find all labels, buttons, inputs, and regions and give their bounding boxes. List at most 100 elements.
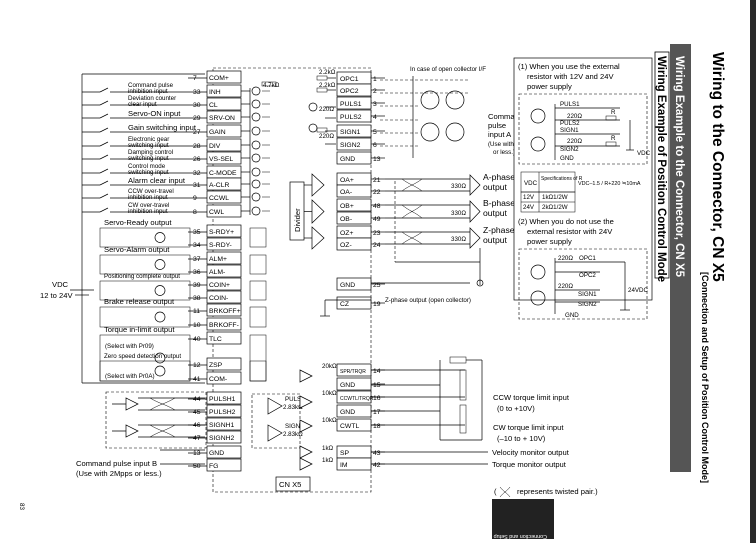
right-pin-number: 49 bbox=[373, 216, 381, 223]
switch-contact bbox=[99, 154, 109, 160]
n1-sign2: SIGN2 bbox=[560, 146, 579, 153]
opto-symbol bbox=[251, 99, 261, 109]
note1-schematic bbox=[518, 93, 648, 165]
res-2-2k-b: 2.2kΩ bbox=[319, 82, 336, 89]
input-label: inhibition input bbox=[128, 208, 168, 215]
right-pin-name: GND bbox=[340, 409, 355, 416]
analog-inputs bbox=[299, 356, 483, 441]
cmd-pulse-b-2: (Use with 2Mpps or less.) bbox=[76, 469, 162, 478]
left-pin-name: COIN- bbox=[209, 295, 228, 302]
n1-r-b: R bbox=[611, 135, 616, 142]
right-pin-number: 17 bbox=[373, 409, 381, 416]
twisted-open: ( bbox=[494, 487, 497, 496]
res-220-b: 220Ω bbox=[319, 133, 334, 140]
torque-monitor: Torque monitor output bbox=[492, 460, 567, 469]
opto-symbol bbox=[251, 167, 261, 177]
left-pin-name: CL bbox=[209, 102, 218, 109]
res-2-2k-a: 2.2kΩ bbox=[319, 69, 336, 76]
left-pin-name: S-RDY+ bbox=[209, 229, 234, 236]
input-label: Command pulse bbox=[128, 82, 174, 89]
n2-opc2: OPC2 bbox=[579, 272, 596, 279]
output-relay-icon bbox=[154, 232, 166, 243]
b-phase-2: output bbox=[483, 208, 508, 218]
left-pin-box bbox=[206, 277, 242, 291]
twisted-pair-note: represents twisted pair.) bbox=[517, 487, 598, 496]
note1-circuit bbox=[530, 104, 634, 160]
page-title: Wiring to the Connector, CN X5 bbox=[709, 52, 726, 282]
opto-symbol bbox=[251, 126, 261, 136]
right-pin-name: IM bbox=[340, 462, 348, 469]
left-pin-box bbox=[206, 417, 242, 431]
left-pin-number: 13 bbox=[193, 450, 201, 457]
right-pin-name: SPR/TRQR bbox=[340, 369, 366, 375]
input-label: inhibition input bbox=[128, 88, 168, 95]
res-220-a: 220Ω bbox=[319, 106, 334, 113]
subtitle: Wiring Example of Position Control Mode bbox=[655, 56, 667, 282]
n2-220a: 220Ω bbox=[558, 255, 573, 262]
n1-puls1: PULS1 bbox=[560, 101, 580, 108]
left-pin-number: 27 bbox=[193, 129, 201, 136]
right-pin-name: GND bbox=[340, 282, 355, 289]
left-pin-name: ALM+ bbox=[209, 256, 227, 263]
output-label: Positioning complete output bbox=[104, 273, 180, 280]
vdc-label: VDC bbox=[52, 280, 69, 289]
left-pin-name: COIN+ bbox=[209, 282, 230, 289]
res-20k: 20kΩ bbox=[322, 363, 337, 370]
input-label: clear input bbox=[128, 101, 157, 108]
note2-line3: power supply bbox=[527, 237, 572, 246]
left-pin-number: 40 bbox=[193, 336, 201, 343]
left-pin-number: 33 bbox=[193, 89, 201, 96]
switch-contact bbox=[99, 168, 109, 174]
z-phase-2: output bbox=[483, 235, 508, 245]
output-transistor bbox=[249, 334, 267, 382]
n1-puls2: PULS2 bbox=[560, 120, 580, 127]
note2-circuit bbox=[530, 258, 630, 314]
right-pin-name: OPC1 bbox=[340, 76, 359, 83]
res-330-a: 330Ω bbox=[451, 183, 466, 190]
input-label: Gain switching input bbox=[128, 123, 197, 132]
output-relay-icon bbox=[154, 311, 166, 323]
right-pin-number: 21 bbox=[373, 177, 381, 184]
velocity-monitor: Velocity monitor output bbox=[492, 448, 570, 457]
output-relay-icon bbox=[154, 259, 166, 270]
left-pin-number: 8 bbox=[193, 209, 197, 216]
left-pin-number: 36 bbox=[193, 269, 201, 276]
left-pin-name: GAIN bbox=[209, 129, 226, 136]
left-pin-number: 34 bbox=[193, 242, 201, 249]
n1-220a: 220Ω bbox=[567, 113, 582, 120]
left-pin-number: 37 bbox=[193, 256, 201, 263]
right-pin-name: SIGN1 bbox=[340, 129, 361, 136]
left-pin-number: 29 bbox=[193, 115, 201, 122]
left-pin-box bbox=[206, 290, 242, 304]
right-pin-number: 2 bbox=[373, 88, 377, 95]
input-switches bbox=[82, 87, 188, 213]
left-pin-name: INH bbox=[209, 89, 221, 96]
opto-symbol bbox=[251, 179, 261, 189]
left-pin-name: SRV-ON bbox=[209, 115, 235, 122]
right-pin-number: 25 bbox=[373, 282, 381, 289]
input-label: Servo-ON input bbox=[128, 109, 181, 118]
output-transistor bbox=[249, 280, 267, 301]
left-pin-box bbox=[206, 445, 242, 459]
left-pin-box bbox=[206, 237, 242, 251]
output-label: Zero speed detection output bbox=[104, 353, 181, 360]
twisted-pair-icon bbox=[401, 178, 423, 192]
left-pin-number: 35 bbox=[193, 229, 201, 236]
res-2-83k-a: 2.83kΩ bbox=[283, 404, 303, 411]
right-pin-number: 4 bbox=[373, 114, 377, 121]
left-pin-number: 32 bbox=[193, 170, 201, 177]
twisted-pair-icon bbox=[401, 231, 423, 245]
input-label: switching input bbox=[128, 155, 169, 162]
encoder-line-drivers bbox=[304, 173, 481, 250]
opto-symbol bbox=[251, 112, 261, 122]
left-pin-number: 38 bbox=[193, 295, 201, 302]
switch-contact bbox=[99, 100, 109, 106]
right-pin-name: OB- bbox=[340, 216, 352, 223]
left-pin-number: 7 bbox=[193, 75, 197, 82]
input-label: inhibition input bbox=[128, 194, 168, 201]
res-10k-a: 10kΩ bbox=[322, 390, 337, 397]
res-10k-b: 10kΩ bbox=[322, 417, 337, 424]
right-pin-name: PULS2 bbox=[340, 114, 362, 121]
right-pin-number: 23 bbox=[373, 230, 381, 237]
